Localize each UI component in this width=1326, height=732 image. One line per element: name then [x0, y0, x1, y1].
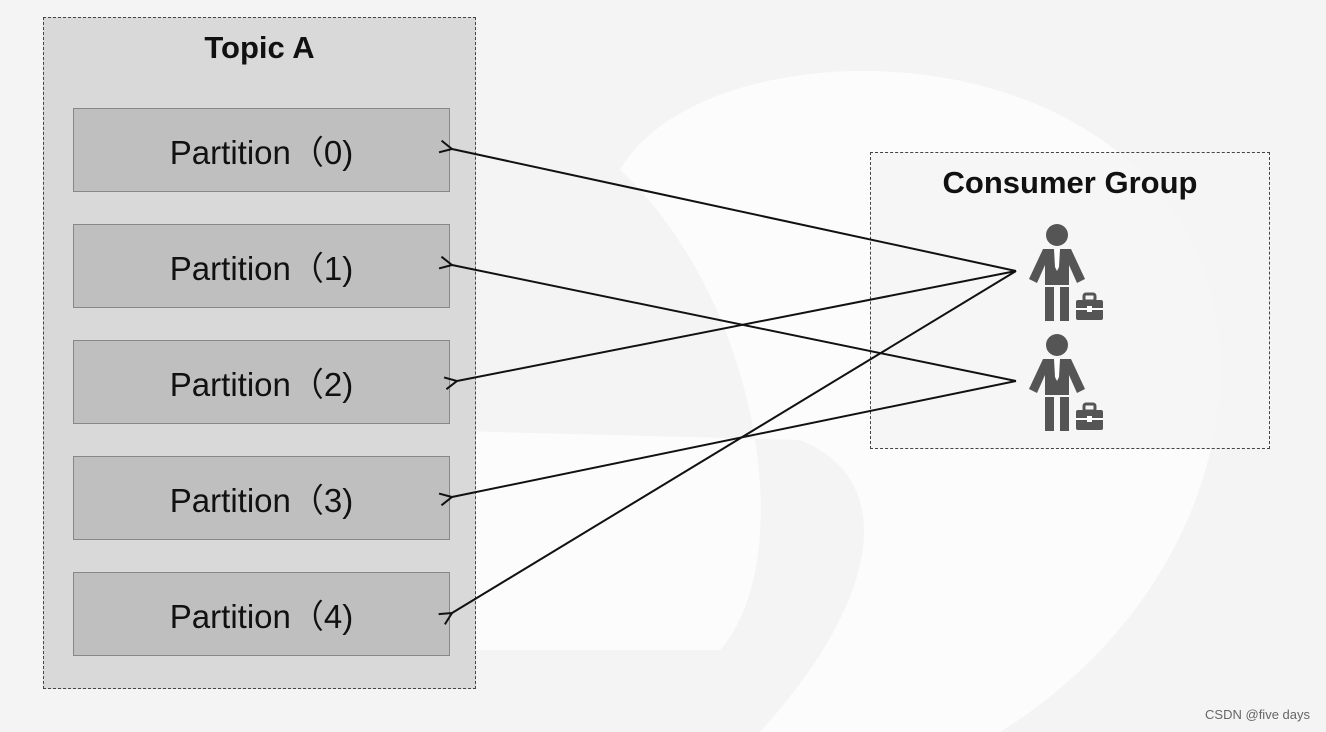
partition-0: Partition（0)	[73, 108, 450, 192]
consumer-group-container: Consumer Group	[870, 152, 1270, 449]
consumer-icon	[1029, 334, 1103, 431]
partition-2: Partition（2)	[73, 340, 450, 424]
consumer-group-title: Consumer Group	[942, 165, 1198, 200]
partition-1: Partition（1)	[73, 224, 450, 308]
watermark: CSDN @five days	[1205, 707, 1310, 722]
partition-3: Partition（3)	[73, 456, 450, 540]
topic-title: Topic A	[204, 30, 315, 65]
partition-4: Partition（4)	[73, 572, 450, 656]
consumer-icon	[1029, 224, 1103, 321]
topic-container: Topic A Partition（0) Partition（1) Partit…	[43, 17, 476, 689]
